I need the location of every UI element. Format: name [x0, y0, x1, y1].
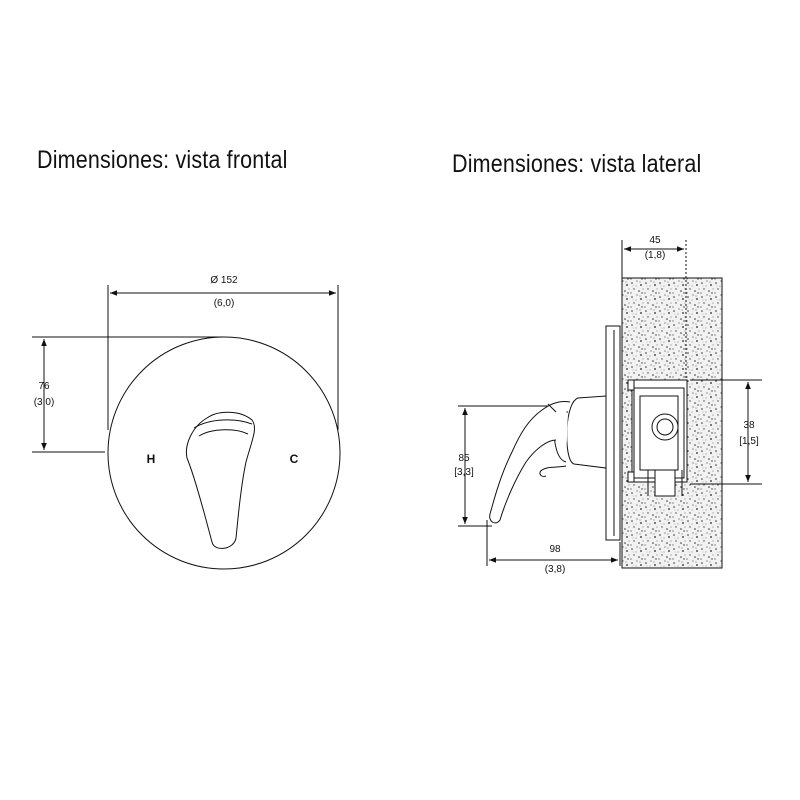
valve-height-label: 38 — [743, 420, 755, 431]
lever-handle — [185, 411, 255, 549]
height-inch-label: (3,0) — [34, 397, 55, 408]
height-label: 76 — [38, 381, 50, 392]
valve-body — [627, 379, 685, 497]
front-view — [32, 285, 341, 570]
valve-height-inch-label: [1,5] — [739, 436, 759, 447]
projection-label: 98 — [549, 544, 561, 555]
handle-height-label: 85 — [458, 453, 470, 464]
side-view — [458, 240, 762, 569]
front-view-title: Dimensiones: vista frontal — [37, 146, 288, 174]
lever-side-profile — [489, 395, 607, 524]
escutcheon-profile — [605, 325, 621, 541]
side-view-title: Dimensiones: vista lateral — [452, 150, 702, 178]
handle-height-inch-label: [3,3] — [454, 467, 474, 478]
escutcheon-plate — [107, 336, 341, 570]
depth-label: 45 — [649, 235, 661, 246]
diameter-label: Ø 152 — [210, 275, 238, 286]
hot-marker: H — [147, 452, 156, 466]
cold-marker: C — [290, 452, 299, 466]
projection-inch-label: (3,8) — [545, 564, 566, 575]
depth-inch-label: (1,8) — [645, 250, 666, 261]
diameter-inch-label: (6,0) — [214, 298, 235, 309]
